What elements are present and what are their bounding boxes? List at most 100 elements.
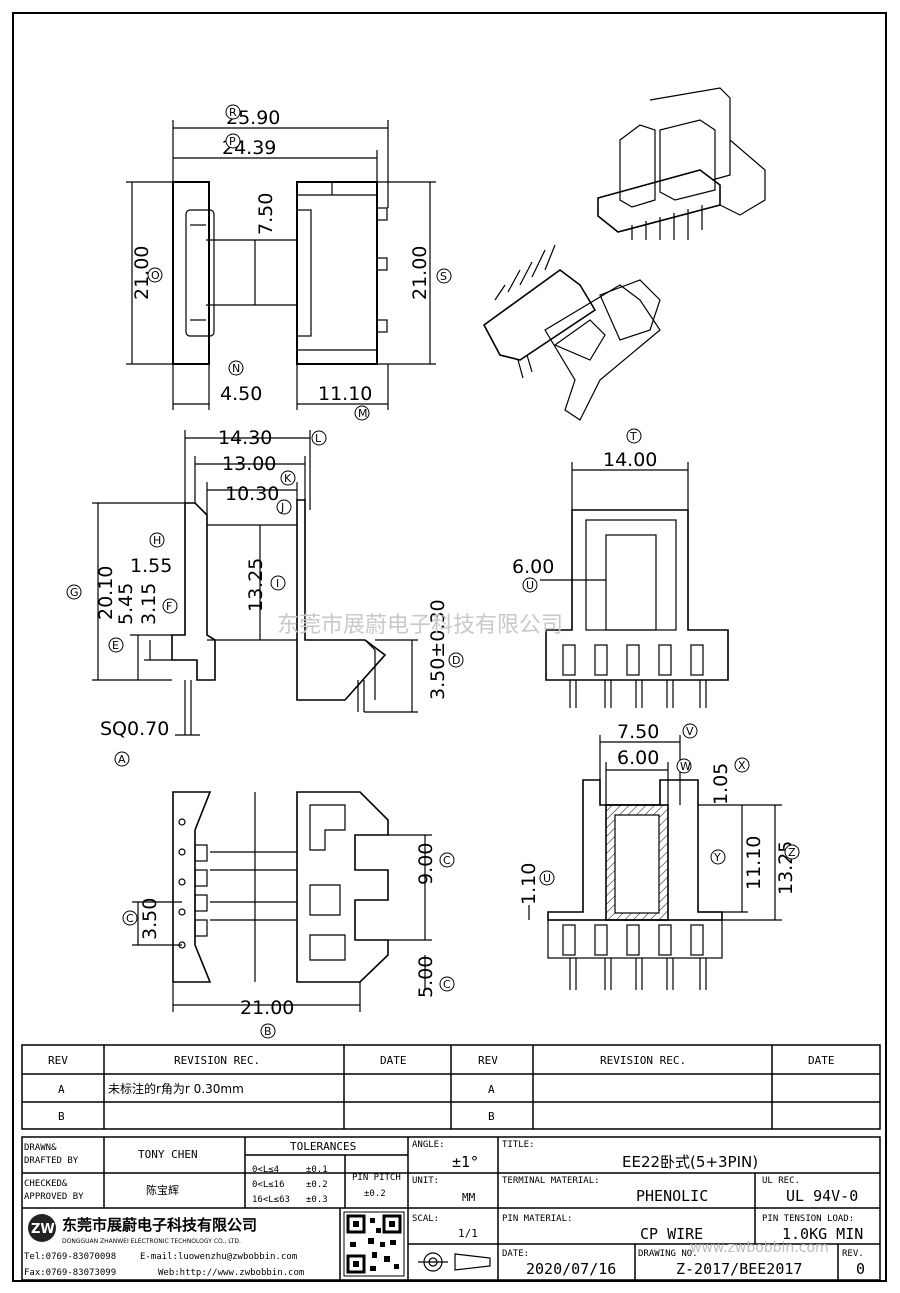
angle-value: ±1° — [452, 1153, 479, 1171]
dim-S: 21.00 — [409, 246, 431, 300]
svg-text:Z: Z — [788, 846, 796, 859]
dim-G: 20.10 — [95, 566, 117, 620]
svg-text:U: U — [526, 579, 534, 592]
tolerances-label: TOLERANCES — [290, 1140, 356, 1153]
tension-label: PIN TENSION LOAD: — [762, 1214, 854, 1224]
rev-a-rec: 未标注的r角为r 0.30mm — [108, 1081, 244, 1096]
dim-U-bot: 1.10 — [518, 863, 540, 905]
tol-value-1: ±0.1 — [306, 1165, 328, 1175]
ul-label: UL REC. — [762, 1176, 800, 1186]
svg-text:J: J — [280, 501, 284, 514]
projection-symbol — [418, 1252, 491, 1272]
svg-text:W: W — [680, 760, 691, 773]
pin-pitch-label: PIN PITCH — [352, 1173, 401, 1183]
dim-D: 3.50±0.30 — [427, 599, 449, 700]
checked-label-2: APPROVED BY — [24, 1192, 84, 1202]
company-logo: ZW — [28, 1214, 56, 1242]
date-label: DATE: — [502, 1249, 529, 1259]
svg-text:T: T — [629, 430, 637, 443]
dim-F-a: 5.45 — [115, 583, 137, 625]
title-value: EE22卧式(5+3PIN) — [622, 1153, 758, 1171]
marker-letters: RP ON MS LK JH GF EI DA TU VW XY ZU CB C… — [70, 106, 796, 1038]
drawing-no-value: Z-2017/BEE2017 — [676, 1260, 802, 1278]
dim-B: 21.00 — [240, 997, 294, 1019]
svg-text:C: C — [443, 854, 451, 867]
tension-value: 1.0KG MIN — [782, 1225, 863, 1243]
rev-value: 0 — [856, 1260, 865, 1278]
rev-a-2: A — [488, 1083, 495, 1096]
dim-H: 1.55 — [130, 555, 172, 577]
scale-value: 1/1 — [458, 1227, 478, 1240]
title-label: TITLE: — [502, 1140, 535, 1150]
rec-header: REVISION REC. — [174, 1054, 260, 1067]
svg-text:E: E — [112, 639, 119, 652]
dim-K: 13.00 — [222, 453, 276, 475]
drawn-value: TONY CHEN — [138, 1148, 198, 1161]
bottom-view — [132, 791, 432, 1012]
checked-value: 陈宝辉 — [146, 1183, 179, 1197]
svg-text:U: U — [543, 872, 551, 885]
date-header-2: DATE — [808, 1054, 835, 1067]
rev-label: REV. — [842, 1249, 864, 1259]
rev-b-2: B — [488, 1110, 495, 1123]
core-hatch — [606, 805, 668, 920]
dim-L: 14.30 — [218, 427, 272, 449]
svg-text:K: K — [284, 472, 292, 485]
dim-C: 3.50 — [139, 898, 161, 940]
dim-X: 1.05 — [710, 763, 732, 805]
tel: Tel:0769-83070098 — [24, 1252, 116, 1262]
side-view — [92, 430, 418, 736]
rec-header-2: REVISION REC. — [600, 1054, 686, 1067]
svg-text:R: R — [229, 106, 237, 119]
svg-text:S: S — [440, 270, 447, 283]
watermark-url: www.zwbobbin.com — [690, 1240, 829, 1256]
svg-text:B: B — [264, 1025, 272, 1038]
revision-table-lines — [21, 1044, 881, 1130]
end-view — [528, 735, 782, 990]
svg-text:L: L — [315, 432, 322, 445]
svg-text:N: N — [232, 362, 240, 375]
email: E-mail:luowenzhu@zwbobbin.com — [140, 1252, 297, 1262]
drawing-no-label: DRAWING NO. — [638, 1249, 698, 1259]
terminal-value: PHENOLIC — [636, 1187, 708, 1205]
company-name-en: DONGGUAN ZHANWEI ELECTRONIC TECHNOLOGY C… — [62, 1238, 241, 1245]
dim-T: 14.00 — [603, 449, 657, 471]
svg-text:F: F — [166, 600, 172, 613]
front-view — [540, 462, 729, 708]
terminal-label: TERMINAL MATERIAL: — [502, 1176, 600, 1186]
svg-text:V: V — [686, 725, 694, 738]
dim-W: 6.00 — [617, 747, 659, 769]
tol-range-1: 0<L≤4 — [252, 1165, 279, 1175]
company-name-cn: 东莞市展蔚电子科技有限公司 — [62, 1216, 257, 1234]
drawn-label-1: DRAWN& — [24, 1143, 57, 1153]
svg-text:C: C — [126, 912, 134, 925]
svg-text:D: D — [452, 654, 460, 667]
isometric-views — [482, 87, 766, 421]
fax: Fax:0769-83073099 — [24, 1268, 116, 1278]
dim-C2: 9.00 — [415, 843, 437, 885]
dim-V: 7.50 — [617, 721, 659, 743]
dim-J: 10.30 — [225, 483, 279, 505]
dim-O: 21.00 — [131, 246, 153, 300]
svg-text:C: C — [443, 978, 451, 991]
pin-material-value: CP WIRE — [640, 1225, 703, 1243]
drawn-label-2: DRAFTED BY — [24, 1156, 79, 1166]
tol-range-3: 16<L≤63 — [252, 1195, 290, 1205]
svg-text:ZW: ZW — [31, 1222, 55, 1237]
date-header: DATE — [380, 1054, 407, 1067]
svg-text:O: O — [151, 269, 160, 282]
dim-F-b: 3.15 — [138, 583, 160, 625]
drawing-sheet — [12, 12, 887, 1282]
ul-value: UL 94V-0 — [786, 1187, 858, 1205]
dim-M: 11.10 — [318, 383, 372, 405]
unit-value: MM — [462, 1191, 476, 1204]
svg-text:M: M — [358, 407, 368, 420]
rev-a: A — [58, 1083, 65, 1096]
rev-header: REV — [48, 1054, 68, 1067]
svg-text:H: H — [153, 534, 161, 547]
pin-material-label: PIN MATERIAL: — [502, 1214, 572, 1224]
dim-Y: 11.10 — [743, 836, 765, 890]
dim-A: SQ0.70 — [100, 718, 169, 740]
angle-label: ANGLE: — [412, 1140, 445, 1150]
